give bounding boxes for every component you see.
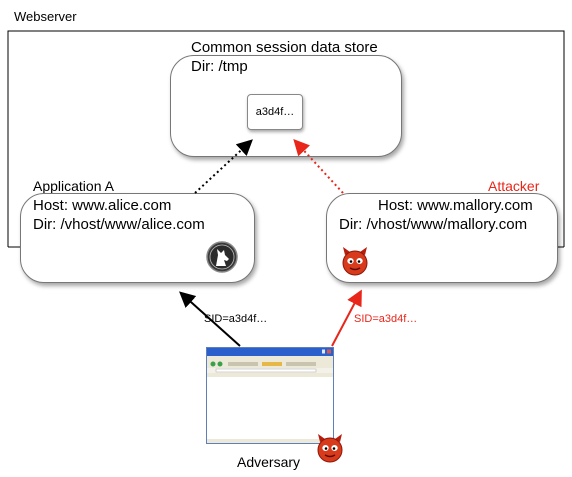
wolf-logo-icon [206, 241, 238, 273]
adversary-to-attacker-arrow [331, 289, 362, 347]
webserver-label: Webserver [14, 9, 77, 24]
sid-label-app-a: SID=a3d4f… [204, 313, 268, 325]
devil-icon [342, 247, 368, 276]
app-a-host: Host: www.alice.com [33, 197, 172, 214]
attacker-title: Attacker [488, 178, 540, 194]
attacker-to-store-arrow [293, 139, 344, 194]
browser-window-icon [206, 347, 334, 444]
adversary-label: Adversary [237, 454, 301, 470]
app-a-to-store-arrow [194, 139, 253, 194]
sid-label-attacker: SID=a3d4f… [354, 313, 418, 325]
attacker-host: Host: www.mallory.com [378, 197, 533, 214]
attacker-dir: Dir: /vhost/www/mallory.com [339, 216, 528, 233]
app-a-dir: Dir: /vhost/www/alice.com [33, 216, 205, 233]
store-title: Common session data store [191, 39, 378, 56]
adversary-to-app-a-arrow [179, 291, 241, 347]
adversary-devil-icon [317, 434, 343, 463]
app-a-title: Application A [33, 178, 114, 194]
store-dir: Dir: /tmp [191, 58, 248, 75]
session-cookie: a3d4f… [247, 94, 303, 130]
